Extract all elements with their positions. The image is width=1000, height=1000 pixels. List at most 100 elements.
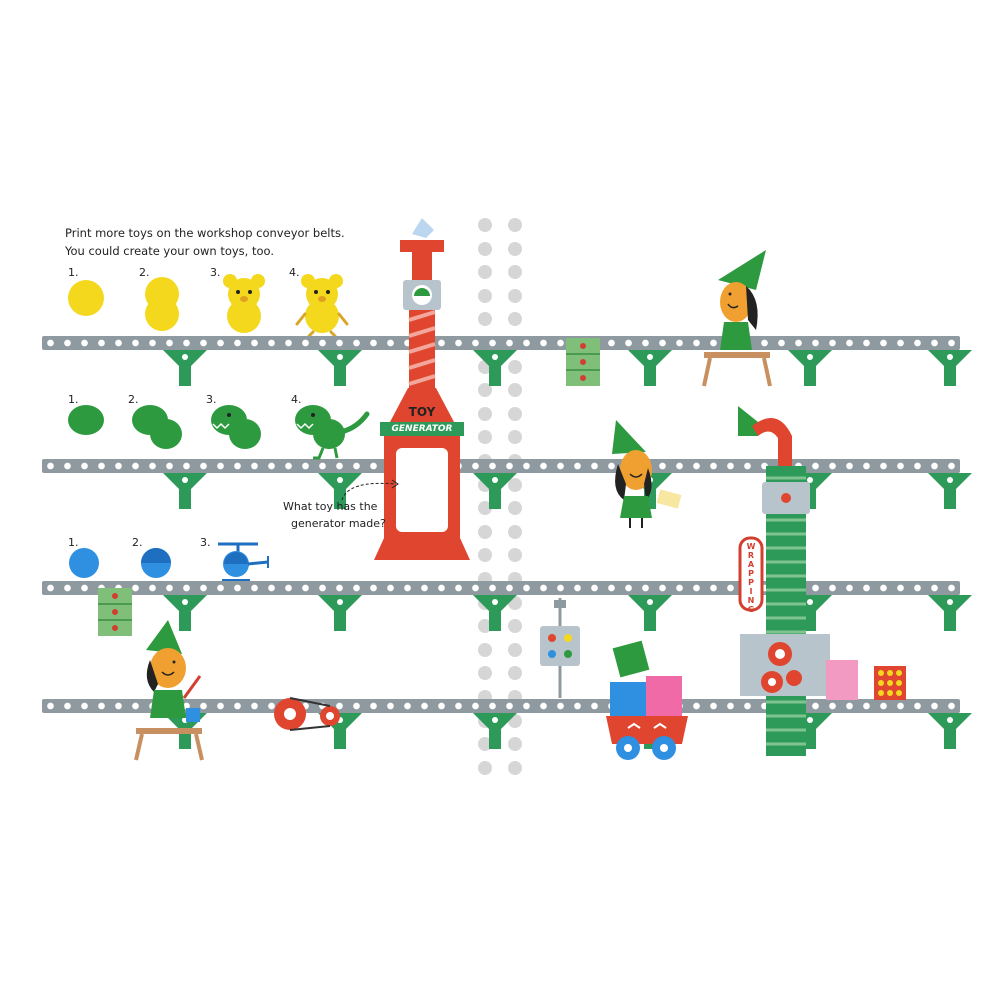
instructions-line-2: You could create your own toys, too. xyxy=(65,244,275,258)
spine-dot xyxy=(478,666,492,681)
control-panel xyxy=(540,598,580,698)
spine-dot xyxy=(478,312,492,327)
wrapping-letter: A xyxy=(747,560,755,569)
wrapped-gift-red-dots xyxy=(874,666,906,700)
spine-dot xyxy=(478,241,492,256)
spine-dot xyxy=(478,524,492,539)
dino-step-4-label: 4. xyxy=(291,393,302,406)
wrapping-letter: W xyxy=(746,542,756,551)
toy-generator xyxy=(374,218,470,560)
belt-support xyxy=(928,595,972,631)
elf-with-letter xyxy=(612,420,682,528)
bear-step-2 xyxy=(145,277,179,331)
support-heart xyxy=(337,599,343,605)
spine-dot xyxy=(508,524,522,539)
wrapping-machine xyxy=(738,406,830,756)
heli-step-1 xyxy=(69,548,99,578)
wrapping-letter: P xyxy=(748,578,754,587)
heli-step-2-label: 2. xyxy=(132,536,143,549)
spine-dot xyxy=(508,548,522,563)
support-heart xyxy=(492,477,498,483)
generator-question: What toy has the generator made? xyxy=(283,498,386,532)
instructions-line-1: Print more toys on the workshop conveyor… xyxy=(65,226,345,240)
belt-support xyxy=(163,595,207,631)
spine-dot xyxy=(478,383,492,398)
support-heart xyxy=(492,354,498,360)
drawer-unit-right xyxy=(566,338,600,386)
spine-dot xyxy=(478,430,492,445)
support-heart xyxy=(182,599,188,605)
belt-support xyxy=(628,350,672,386)
dino-step-1 xyxy=(68,405,104,435)
bear-step-1-label: 1. xyxy=(68,266,79,279)
elf-standing xyxy=(702,250,772,387)
belt-support xyxy=(928,713,972,749)
wrapping-letter: I xyxy=(749,587,753,596)
bear-step-4-label: 4. xyxy=(289,266,300,279)
support-heart xyxy=(182,477,188,483)
spine-dot xyxy=(478,737,492,752)
support-heart xyxy=(807,477,813,483)
belt-support xyxy=(318,473,362,509)
heli-step-3 xyxy=(218,542,269,581)
spine-dot xyxy=(478,265,492,280)
support-heart xyxy=(807,354,813,360)
support-heart xyxy=(947,717,953,723)
heli-step-2 xyxy=(141,548,171,578)
belt-support xyxy=(628,595,672,631)
drawer-unit-left xyxy=(98,588,132,636)
belt-support xyxy=(928,473,972,509)
spine-dot xyxy=(508,288,522,303)
belt-support xyxy=(473,595,517,631)
bear-step-4 xyxy=(295,274,349,336)
wrapped-gift-pink xyxy=(826,660,858,700)
spine-dot xyxy=(508,406,522,421)
bear-step-3 xyxy=(223,274,265,333)
question-line-2: generator made? xyxy=(291,517,386,530)
belt-support xyxy=(473,473,517,509)
belt-support xyxy=(163,473,207,509)
support-heart xyxy=(647,599,653,605)
bear-step-2-label: 2. xyxy=(139,266,150,279)
spine-dot xyxy=(508,619,522,634)
belt-support xyxy=(473,713,517,749)
belt-support xyxy=(473,350,517,386)
spine-dot xyxy=(508,312,522,327)
elf-painter xyxy=(134,620,204,761)
belt-support xyxy=(318,595,362,631)
support-heart xyxy=(947,599,953,605)
support-heart xyxy=(337,477,343,483)
support-heart xyxy=(647,354,653,360)
belt-support xyxy=(163,350,207,386)
generator-title: TOY xyxy=(408,405,436,419)
wrapping-letter: N xyxy=(747,596,755,605)
conveyor-belt-1 xyxy=(42,336,960,350)
heli-step-1-label: 1. xyxy=(68,536,79,549)
conveyor-belt-4 xyxy=(42,699,960,713)
support-heart xyxy=(492,717,498,723)
wrapping-letter: G xyxy=(747,605,755,614)
conveyor-belt-2 xyxy=(42,459,960,473)
dino-step-2 xyxy=(132,405,182,449)
support-heart xyxy=(492,599,498,605)
spine-dot xyxy=(478,619,492,634)
conveyor-belt-3 xyxy=(42,581,960,595)
support-heart xyxy=(807,717,813,723)
spine-dot xyxy=(508,265,522,280)
support-heart xyxy=(947,477,953,483)
spine-dot xyxy=(508,430,522,445)
support-heart xyxy=(947,354,953,360)
question-pointer xyxy=(341,479,399,501)
gift-cart xyxy=(606,640,688,760)
roller-belt xyxy=(274,697,340,731)
spine-dot xyxy=(478,288,492,303)
spine-dot xyxy=(478,218,492,232)
spine-dot xyxy=(478,406,492,421)
spine-dot xyxy=(508,501,522,516)
spine-dot xyxy=(478,548,492,563)
instructions: Print more toys on the workshop conveyor… xyxy=(65,224,345,260)
dino-step-3-label: 3. xyxy=(206,393,217,406)
spine-dot xyxy=(478,760,492,775)
dino-step-1-label: 1. xyxy=(68,393,79,406)
